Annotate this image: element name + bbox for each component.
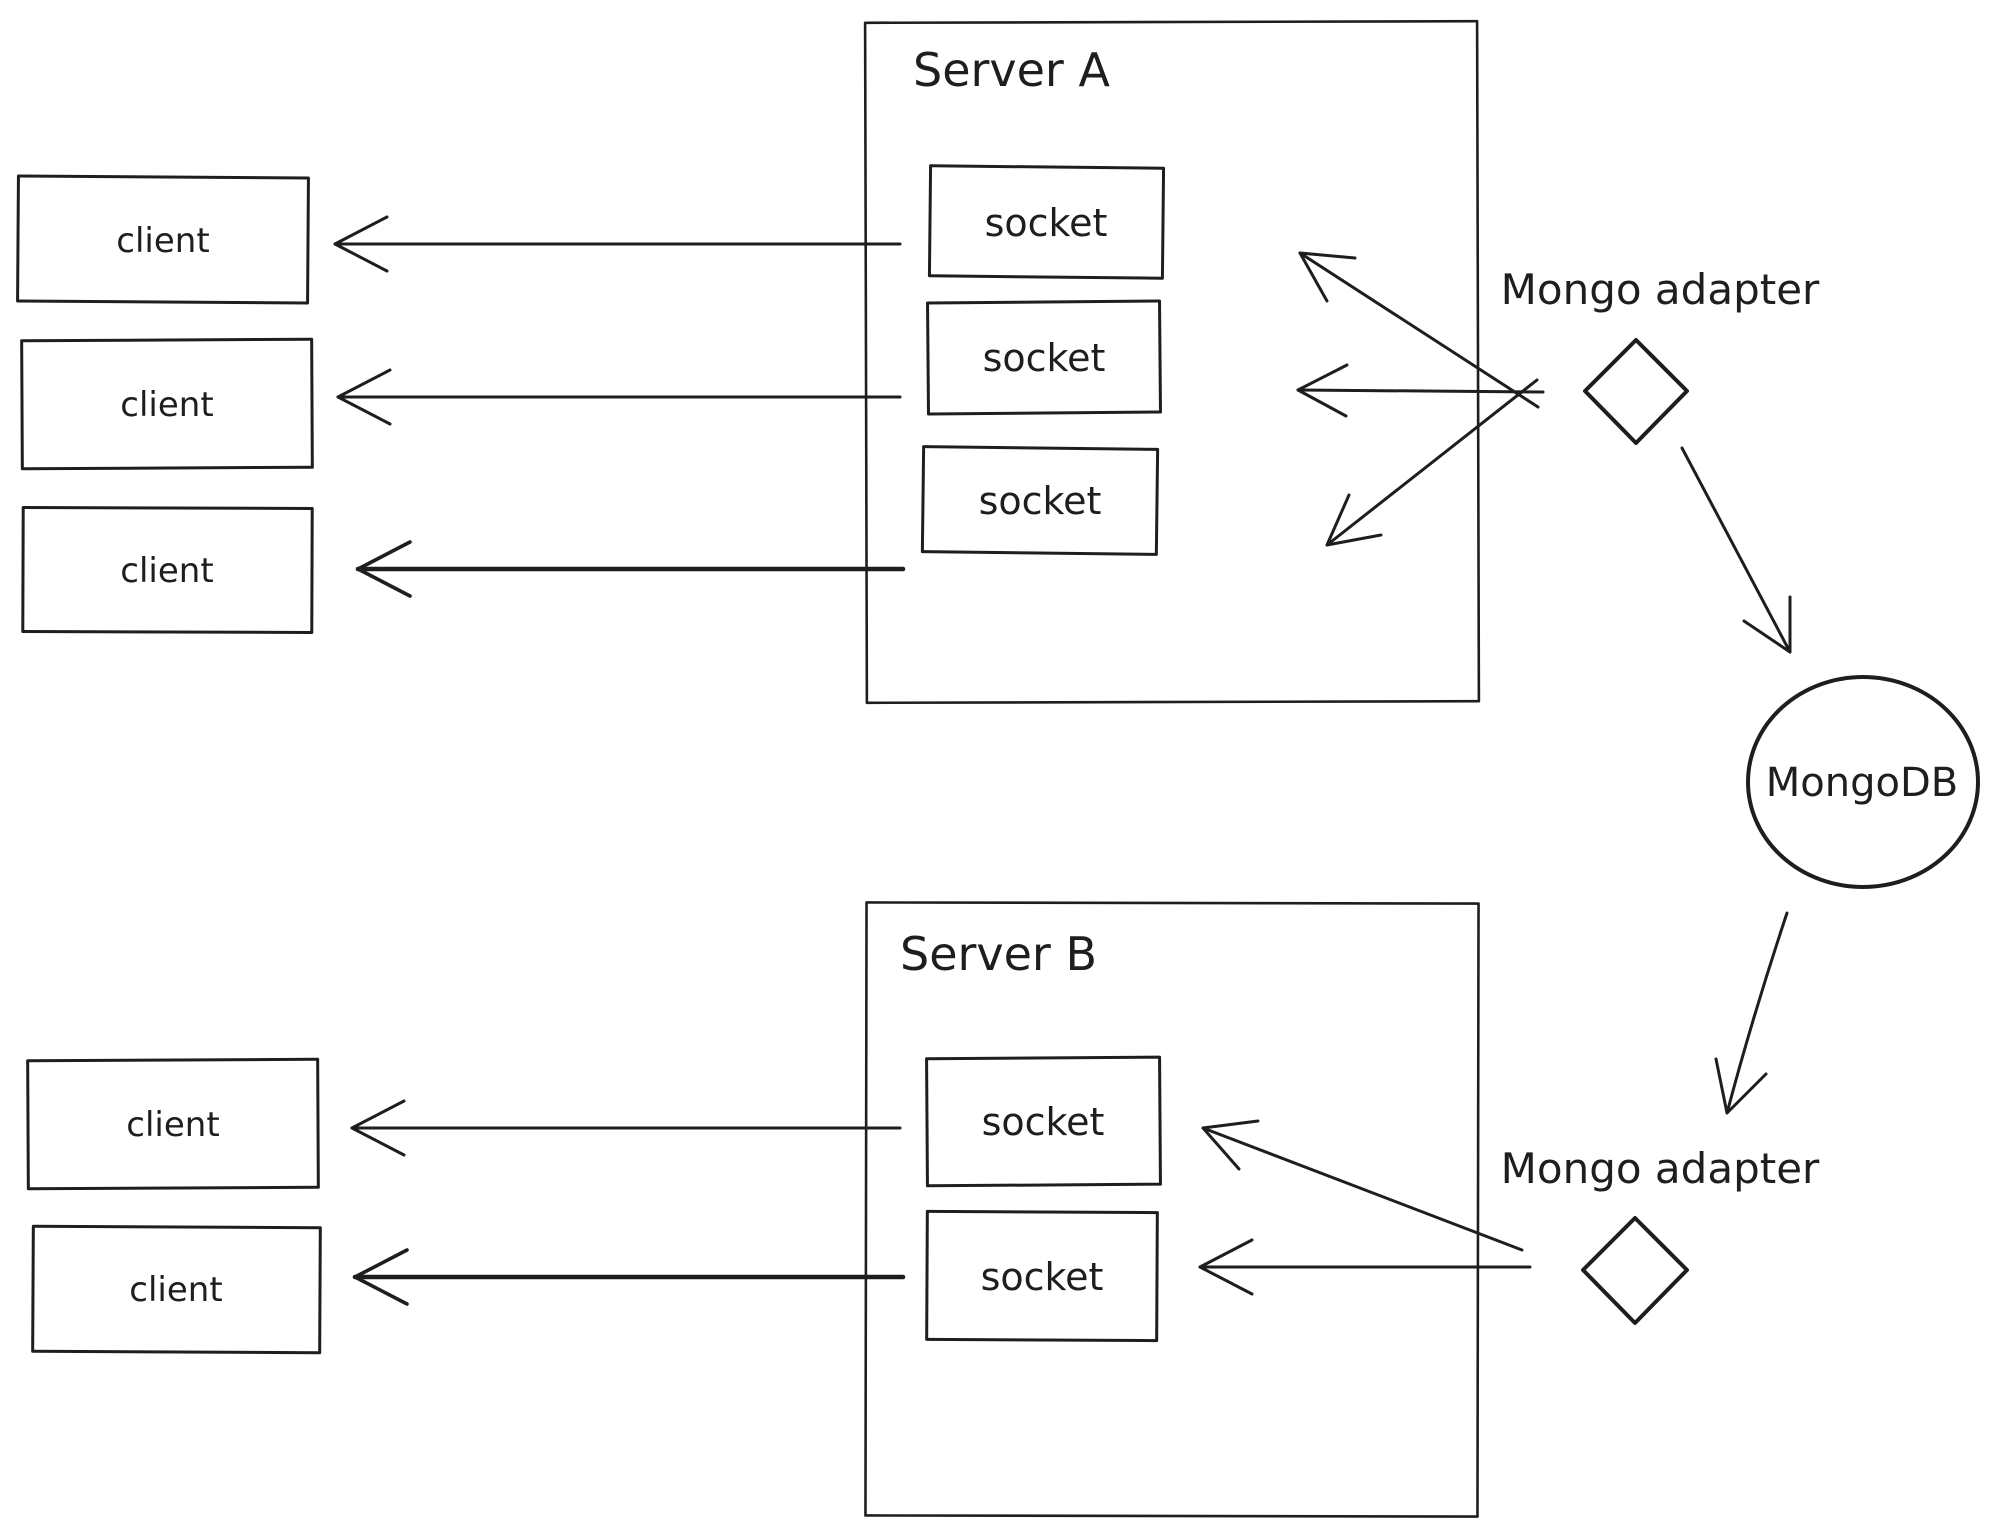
arrow-mongodb-to-adapter-b bbox=[1714, 911, 1789, 1115]
arrow-socket-a3-to-client-a3 bbox=[355, 540, 906, 598]
mongodb-circle bbox=[1746, 675, 1980, 889]
mongo-adapter-b-label: Mongo adapter bbox=[1501, 1144, 1820, 1193]
mongodb-label: MongoDB bbox=[1766, 760, 1958, 806]
server-a-socket-1-box bbox=[927, 164, 1166, 280]
arrow-socket-a2-to-client-a2 bbox=[336, 368, 902, 426]
server-a-socket-3-box bbox=[920, 445, 1160, 556]
server-b-socket-2-label: socket bbox=[981, 1255, 1104, 1299]
client-a3-label: client bbox=[120, 551, 213, 591]
arrow-adapter-a-to-mongodb bbox=[1680, 446, 1792, 654]
arrow-socket-b2-to-client-b2 bbox=[352, 1248, 906, 1306]
arrow-adapter-a-to-socket-1 bbox=[1298, 251, 1540, 409]
client-a3-box bbox=[21, 505, 314, 635]
server-a-socket-2-label: socket bbox=[983, 336, 1106, 380]
arrow-socket-a1-to-client-a1 bbox=[333, 215, 902, 273]
client-a1-box bbox=[16, 174, 310, 305]
client-a1-label: client bbox=[116, 221, 209, 261]
server-a-socket-1-label: socket bbox=[985, 201, 1108, 245]
client-b1-box bbox=[26, 1057, 320, 1191]
arrow-adapter-a-to-socket-2 bbox=[1296, 363, 1545, 418]
server-a-box bbox=[863, 19, 1481, 705]
client-b2-box bbox=[31, 1224, 322, 1355]
client-b2-label: client bbox=[129, 1270, 222, 1310]
client-a2-box bbox=[20, 337, 314, 471]
server-a-socket-2-box bbox=[926, 299, 1162, 416]
arrow-adapter-b-to-socket-2 bbox=[1198, 1238, 1532, 1296]
client-b1-label: client bbox=[126, 1105, 219, 1145]
server-b-socket-1-box bbox=[925, 1055, 1162, 1188]
mongo-adapter-b-diamond bbox=[1581, 1216, 1689, 1325]
server-a-socket-3-label: socket bbox=[979, 479, 1102, 523]
arrow-adapter-b-to-socket-1 bbox=[1201, 1119, 1524, 1252]
mongo-adapter-a-label: Mongo adapter bbox=[1501, 265, 1820, 314]
mongo-adapter-a-diamond bbox=[1583, 338, 1689, 445]
server-a-label: Server A bbox=[913, 43, 1110, 97]
server-b-box bbox=[864, 901, 1480, 1518]
server-b-socket-1-label: socket bbox=[982, 1100, 1105, 1144]
server-b-socket-2-box bbox=[925, 1209, 1159, 1343]
client-a2-label: client bbox=[120, 385, 213, 425]
server-b-label: Server B bbox=[900, 927, 1097, 981]
arrow-adapter-a-to-socket-3 bbox=[1325, 378, 1539, 547]
arrow-socket-b1-to-client-b1 bbox=[350, 1099, 902, 1157]
